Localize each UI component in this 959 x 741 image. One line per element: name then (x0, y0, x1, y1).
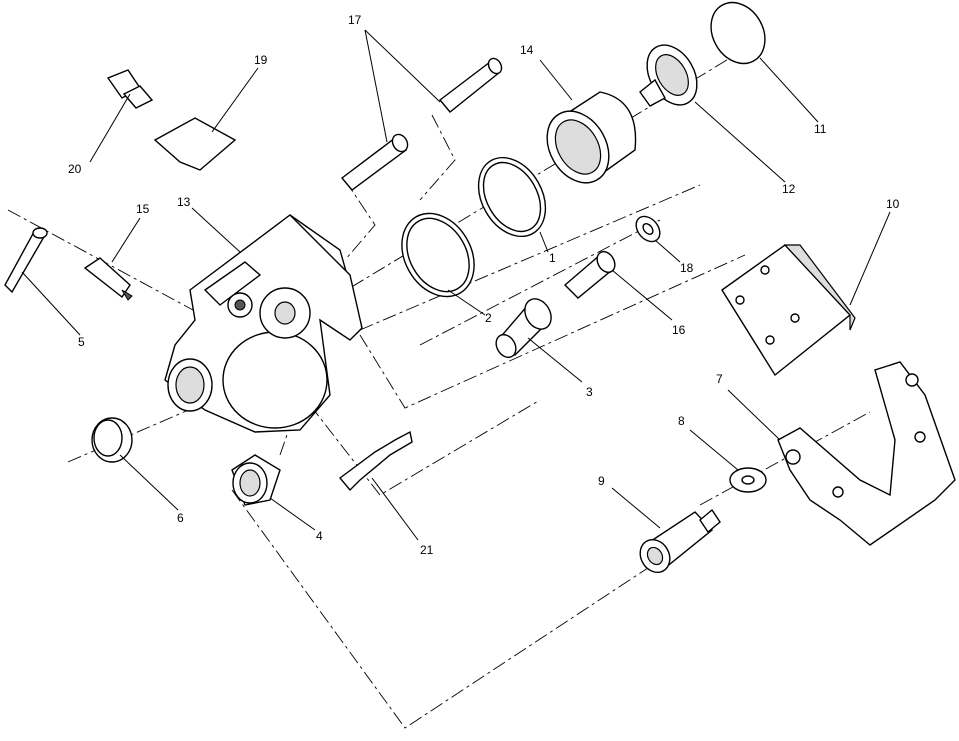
callout-3: 3 (586, 385, 593, 399)
callout-5: 5 (78, 335, 85, 349)
callout-labels: 1 2 3 4 5 6 7 8 9 10 11 12 13 14 15 16 1… (68, 13, 900, 557)
part-10-brake-pad (721, 244, 856, 377)
part-5-cotter-pin (4, 227, 48, 294)
callout-10: 10 (886, 197, 900, 211)
callout-13: 13 (177, 195, 191, 209)
part-7-bracket (777, 361, 956, 546)
part-6-plug (91, 417, 133, 463)
callout-14: 14 (520, 43, 534, 57)
part-11-cap (710, 1, 766, 65)
part-16-pin (563, 250, 616, 299)
callout-18: 18 (680, 261, 694, 275)
callout-1: 1 (549, 251, 556, 265)
callout-12: 12 (782, 182, 796, 196)
part-15-bleeder-valve (83, 257, 133, 301)
leader-lines (21, 29, 891, 541)
callout-6: 6 (177, 511, 184, 525)
part-3-sleeve (495, 298, 552, 359)
part-17-slide-pins (340, 57, 503, 191)
part-12-boot (639, 44, 698, 107)
part-9-bolt (639, 508, 721, 574)
callout-20: 20 (68, 162, 82, 176)
callout-17: 17 (348, 13, 362, 27)
callout-7: 7 (716, 372, 723, 386)
callout-11: 11 (814, 122, 827, 136)
part-18-washer (635, 215, 661, 243)
callout-2: 2 (485, 311, 492, 325)
callout-9: 9 (598, 474, 605, 488)
part-2-seal (401, 212, 475, 298)
part-13-caliper-body (164, 214, 363, 433)
part-14-piston (546, 91, 637, 184)
part-1-seal (477, 156, 547, 238)
part-20-bolt (106, 69, 154, 109)
part-4-bushing (231, 454, 281, 506)
callout-4: 4 (316, 529, 323, 543)
callout-19: 19 (254, 53, 268, 67)
part-19-clip (153, 117, 237, 171)
callout-16: 16 (672, 323, 686, 337)
callout-21: 21 (420, 543, 434, 557)
callout-15: 15 (136, 202, 150, 216)
callout-8: 8 (678, 414, 685, 428)
part-8-washer (729, 467, 767, 493)
part-21-spring-clip (338, 430, 413, 492)
